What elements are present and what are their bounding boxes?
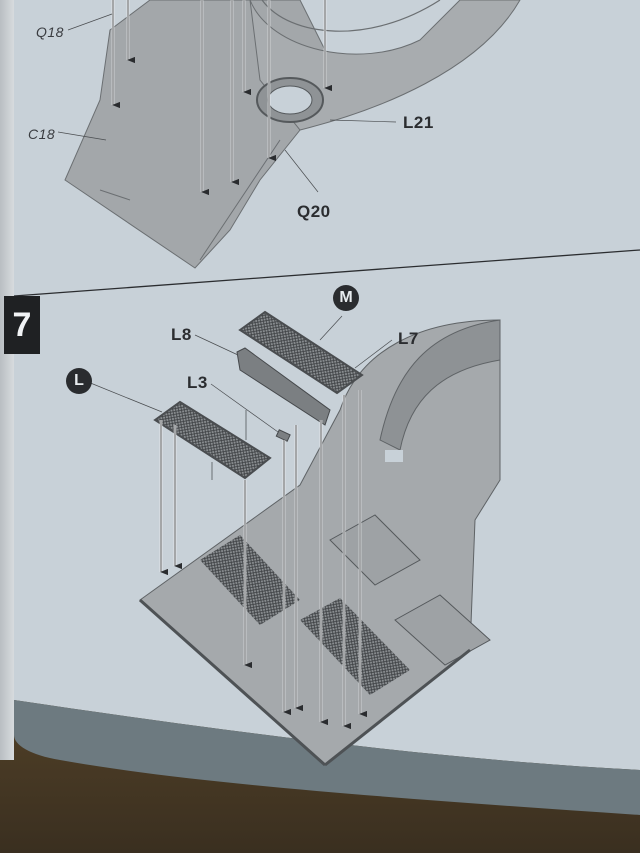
step-divider [13, 249, 640, 297]
upper-hull-part [64, 0, 521, 269]
part-label-l8: L8 [171, 325, 192, 344]
page-left-edge [0, 0, 14, 760]
part-label-l7: L7 [398, 329, 419, 348]
small-part-l3 [275, 429, 291, 442]
step-number-badge: 7 [4, 296, 40, 354]
grille-part-l [153, 400, 272, 480]
sprue-badge-l: L [66, 368, 92, 394]
part-label-l21: L21 [403, 113, 434, 132]
part-label-l3: L3 [187, 373, 208, 392]
part-label-q20: Q20 [297, 202, 331, 221]
sprue-badge-m: M [333, 285, 359, 311]
part-label-q18: Q18 [36, 24, 64, 40]
part-label-c18: C18 [28, 126, 56, 142]
bracket-part-l8 [236, 347, 331, 426]
grille-part-m [238, 310, 364, 395]
